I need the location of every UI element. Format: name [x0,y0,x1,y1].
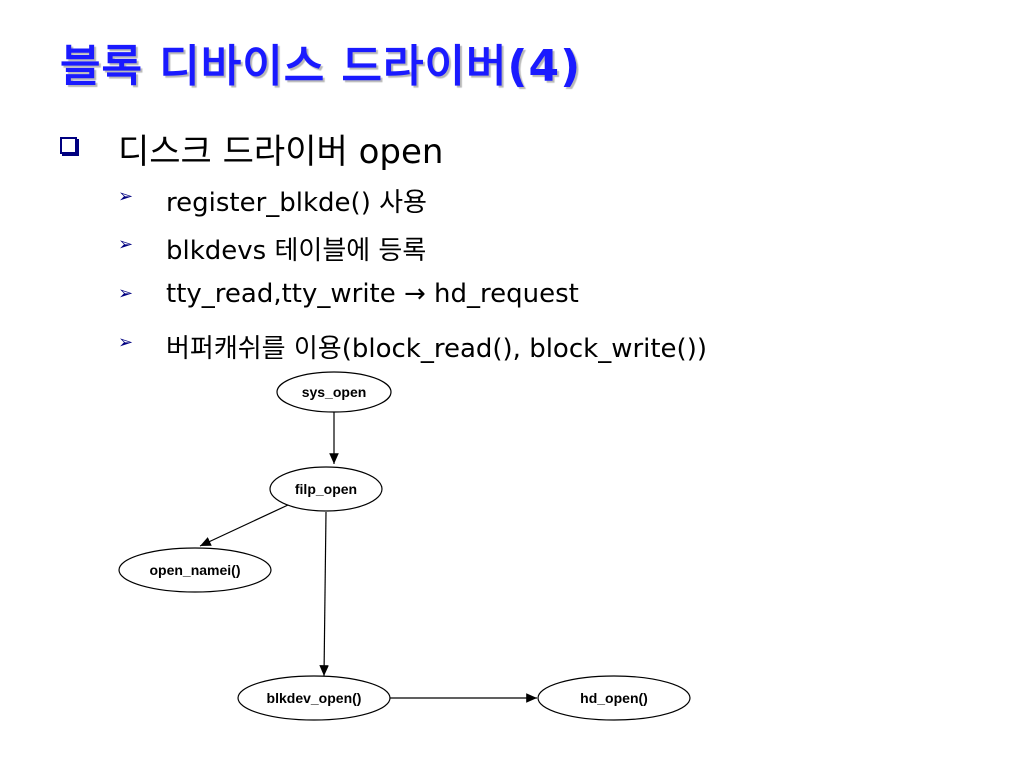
edge-filp_open-open_namei [199,504,289,547]
sub-bullet-text: tty_read,tty_write → hd_request [166,279,579,309]
sub-bullet-text: register_blkde() 사용 [166,188,427,218]
page-title: 블록 디바이스 드라이버(4) [60,41,582,92]
node-open_namei: open_namei() [118,547,272,593]
node-filp_open: filp_open [269,466,383,512]
sub-bullet-text: 버퍼캐쉬를 이용(block_read(), block_write()) [166,334,707,364]
node-hd_open: hd_open() [537,675,691,721]
node-label: sys_open [302,384,367,400]
arrowhead-bullet-icon: ➢ [118,332,134,353]
arrowhead-bullet-icon: ➢ [118,234,134,255]
node-sys_open: sys_open [276,371,392,413]
sub-bullet-text: blkdevs 테이블에 등록 [166,236,427,266]
node-label: blkdev_open() [267,690,362,706]
square-bullet-icon [60,137,77,154]
node-label: open_namei() [149,562,240,578]
arrowhead-bullet-icon: ➢ [118,283,134,304]
node-label: filp_open [295,481,357,497]
node-blkdev_open: blkdev_open() [237,675,391,721]
main-bullet: 디스크 드라이버 open [118,132,444,172]
arrowhead-bullet-icon: ➢ [118,186,134,207]
node-label: hd_open() [580,690,648,706]
edge-filp_open-blkdev_open [319,511,329,677]
